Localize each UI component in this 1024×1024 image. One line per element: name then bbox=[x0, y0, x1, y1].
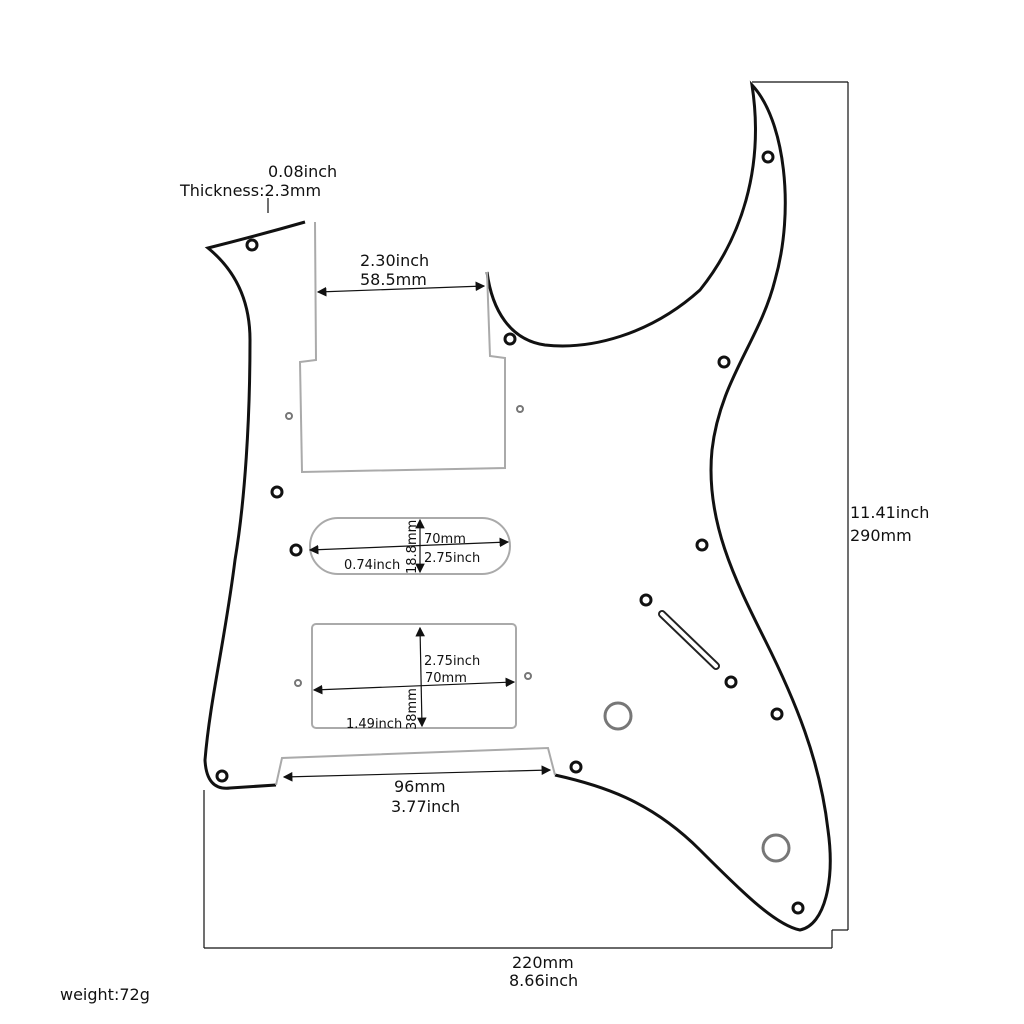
bottom-cut-inch-label: 3.77inch bbox=[391, 797, 460, 816]
bridge-length-mm-label: 70mm bbox=[425, 671, 467, 686]
pot-hole bbox=[603, 701, 633, 731]
bridge-width-inch-label: 1.49inch bbox=[346, 717, 402, 732]
thickness-inch-label: 0.08inch bbox=[268, 162, 337, 181]
neck-width-mm-label: 58.5mm bbox=[360, 270, 427, 289]
middle-width-mm-label: 18.8mm bbox=[405, 520, 420, 574]
pickguard-outline bbox=[203, 80, 832, 932]
height-mm-label: 290mm bbox=[850, 526, 912, 545]
bridge-length-inch-label: 2.75inch bbox=[424, 654, 480, 669]
bridge-width-mm-label: 38mm bbox=[405, 688, 420, 730]
neck-width-dim bbox=[316, 281, 486, 297]
width-inch-label: 8.66inch bbox=[509, 971, 578, 990]
neck-width-inch-label: 2.30inch bbox=[360, 251, 429, 270]
jack-hole bbox=[761, 833, 791, 863]
middle-width-inch-label: 0.74inch bbox=[344, 558, 400, 573]
bottom-cut-dim bbox=[282, 765, 552, 782]
bottom-cut-mm-label: 96mm bbox=[394, 777, 446, 796]
neck-pickup-cavity bbox=[298, 221, 506, 474]
middle-length-mm-label: 70mm bbox=[424, 532, 466, 547]
width-mm-label: 220mm bbox=[512, 953, 574, 972]
bridge-width-dim bbox=[415, 626, 427, 728]
bridge-length-dim bbox=[312, 677, 516, 695]
height-inch-label: 11.41inch bbox=[850, 503, 929, 522]
screw-holes bbox=[215, 150, 805, 915]
small-hole bbox=[524, 672, 532, 680]
bottom-cutout bbox=[275, 746, 556, 786]
small-hole bbox=[285, 412, 293, 420]
middle-length-inch-label: 2.75inch bbox=[424, 551, 480, 566]
small-hole bbox=[294, 679, 302, 687]
bridge-pickup-cavity bbox=[311, 623, 517, 729]
weight-label: weight:72g bbox=[60, 985, 150, 1004]
small-hole bbox=[516, 405, 524, 413]
middle-length-dim bbox=[308, 537, 510, 555]
thickness-mm-label: Thickness:2.3mm bbox=[179, 181, 321, 200]
